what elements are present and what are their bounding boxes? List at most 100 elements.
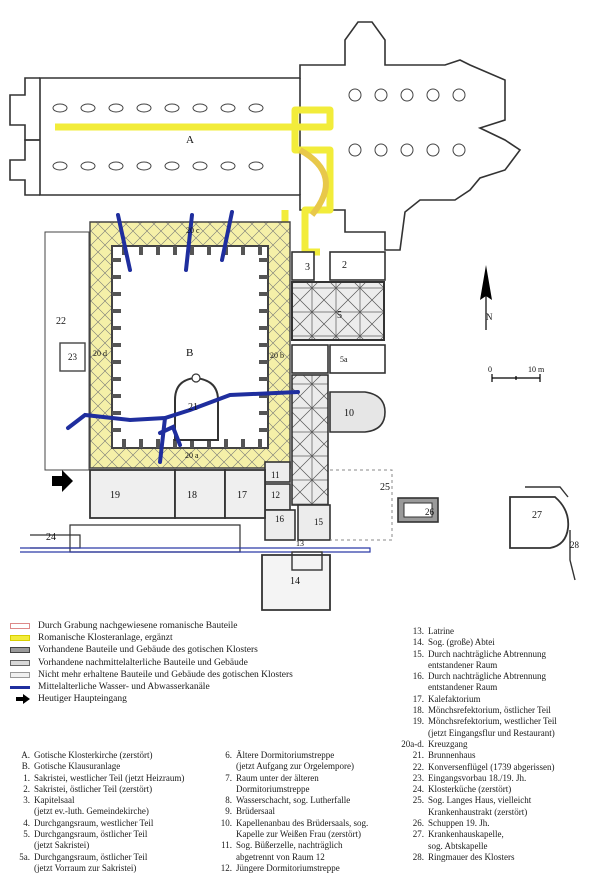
key-entry: 25.Sog. Langes Haus, vielleicht	[398, 795, 588, 806]
key-number: 21.	[412, 750, 424, 761]
key-number: 10.	[220, 817, 232, 828]
key-text: Wasserschacht, sog. Lutherfalle	[236, 795, 351, 806]
legend-label: Romanische Klosteranlage, ergänzt	[38, 633, 173, 644]
key-entry: 17.Kalefaktorium	[398, 694, 588, 705]
key-number: 12.	[220, 862, 232, 873]
svg-text:23: 23	[68, 352, 78, 362]
key-number: 13.	[412, 626, 424, 636]
key-number: 1.	[23, 772, 30, 783]
legend-label: Vorhandene Bauteile und Gebäude des goti…	[38, 645, 258, 656]
svg-text:N: N	[486, 312, 493, 322]
svg-text:22: 22	[56, 316, 66, 327]
svg-text:27: 27	[532, 510, 542, 521]
key-entry: 5. Durchgangsraum, östlicher Teil	[4, 829, 194, 840]
legend-item: Vorhandene nachmittelalterliche Bauteile…	[8, 657, 408, 669]
key-text: Kapelle zur Weißen Frau (zerstört)	[236, 829, 362, 840]
key-text: Brunnenhaus	[428, 750, 476, 761]
key-text: (jetzt Sakristei)	[34, 840, 90, 851]
key-number: 18.	[412, 705, 424, 716]
key-entry: A.Gotische Klosterkirche (zerstört)	[4, 750, 194, 761]
key-text: Sog. Langes Haus, vielleicht	[428, 795, 532, 806]
key-text: Eingangsvorbau 18./19. Jh.	[428, 772, 527, 783]
legend-swatch	[10, 647, 30, 654]
key-entry: 24.Klosterküche (zerstört)	[398, 784, 588, 795]
key-text: Durch nachträgliche Abtrennung	[428, 648, 546, 659]
key-number: 11.	[221, 840, 232, 851]
svg-text:28: 28	[570, 540, 580, 550]
key-entry: Kapelle zur Weißen Frau (zerstört)	[206, 829, 406, 840]
church-piers	[52, 88, 466, 171]
key-text: Sakristei, westlicher Teil (jetzt Heizra…	[34, 772, 185, 783]
key-text: (jetzt Vorraum zur Sakristei)	[34, 862, 137, 873]
key-entry: Dormitoriumstreppe	[206, 784, 406, 795]
key-entry: 13. Latrine	[398, 626, 588, 637]
key-number: 20a-d.	[401, 738, 424, 749]
key-entry: 23.Eingangsvorbau 18./19. Jh.	[398, 773, 588, 784]
key-number: 8.	[225, 795, 232, 806]
svg-text:17: 17	[237, 490, 247, 501]
key-number: 17.	[412, 693, 424, 704]
svg-text:20 b: 20 b	[270, 351, 284, 360]
key-number: 19.	[412, 716, 424, 727]
key-entry: entstandener Raum	[398, 682, 588, 693]
legend-swatch	[10, 671, 30, 678]
key-text: Mönchsrefektorium, westlicher Teil	[428, 716, 557, 727]
legend-item: Mittelalterliche Wasser- und Abwasserkan…	[8, 681, 408, 693]
key-number: 27.	[412, 829, 424, 840]
svg-text:26: 26	[425, 507, 435, 517]
key-text: Klosterküche (zerstört)	[428, 784, 512, 795]
key-entry: 5a. Durchgangsraum, östlicher Teil	[4, 852, 194, 863]
key-text: Gotische Klausuranlage	[34, 761, 121, 772]
key-entry: 6. Ältere Dormitoriumstreppe	[206, 750, 406, 761]
key-number: 2.	[23, 783, 30, 794]
svg-text:25: 25	[380, 482, 390, 493]
svg-text:11: 11	[271, 470, 280, 480]
svg-text:0: 0	[488, 365, 492, 374]
svg-text:20 d: 20 d	[93, 349, 107, 358]
key-number: 5a.	[19, 851, 30, 862]
key-text: Durchgangsraum, westlicher Teil	[34, 817, 154, 828]
key-text: Durchgangsraum, östlicher Teil	[34, 851, 148, 862]
key-number: 14.	[412, 637, 424, 648]
key-entry: 12.Jüngere Dormitoriumstreppe	[206, 863, 406, 874]
key-text: Durchgangsraum, östlicher Teil	[34, 829, 148, 840]
svg-text:5: 5	[337, 310, 342, 321]
legend-item: Durch Grabung nachgewiesene romanische B…	[8, 620, 408, 632]
key-number: 5.	[23, 829, 30, 840]
legend-item: Heutiger Haupteingang	[8, 693, 408, 705]
chapter-house	[291, 281, 385, 341]
key-entry: 1. Sakristei, westlicher Teil (jetzt Heiz…	[4, 773, 194, 784]
key-entry: sog. Abtskapelle	[398, 841, 588, 852]
key-entry: 11.Sog. Büßerzelle, nachträglich	[206, 840, 406, 851]
key-entry: 3.Kapitelsaal	[4, 795, 194, 806]
svg-text:10 m: 10 m	[528, 365, 545, 374]
legend-label: Nicht mehr erhaltene Bauteile und Gebäud…	[38, 669, 293, 680]
key-text: Kapellenanbau des Brüdersaals, sog.	[236, 817, 369, 828]
key-number: 7.	[225, 772, 232, 783]
key-entry: 8. Wasserschacht, sog. Lutherfalle	[206, 795, 406, 806]
svg-text:20 c: 20 c	[186, 226, 200, 235]
key-number: 22.	[412, 761, 424, 772]
key-entry: 15.Durch nachträgliche Abtrennung	[398, 649, 588, 660]
legend-item: Nicht mehr erhaltene Bauteile und Gebäud…	[8, 669, 408, 681]
key-number: 4.	[23, 817, 30, 828]
key-text: Sog. (große) Abtei	[428, 637, 495, 648]
key-number: 26.	[412, 818, 424, 829]
legend-label: Mittelalterliche Wasser- und Abwasserkan…	[38, 681, 210, 692]
key-number: 28.	[412, 851, 424, 862]
legend-swatch	[10, 635, 30, 642]
key-text: entstandener Raum	[428, 659, 498, 670]
key-text: Konversenflügel (1739 abgerissen)	[428, 761, 555, 772]
svg-text:21: 21	[188, 402, 198, 413]
key-entry: (jetzt ev.-luth. Gemeindekirche)	[4, 806, 194, 817]
key-text: Ältere Dormitoriumstreppe	[236, 750, 335, 760]
legend-swatch	[10, 623, 30, 629]
key-text: (jetzt Aufgang zur Orgelempore)	[236, 761, 355, 772]
key-number: 6.	[225, 750, 232, 760]
church-outline	[9, 21, 522, 251]
key-text: Durch nachträgliche Abtrennung	[428, 671, 546, 682]
key-number: 16.	[412, 671, 424, 682]
key-text: Latrine	[428, 626, 454, 636]
key-text: Brüdersaal	[236, 806, 275, 817]
